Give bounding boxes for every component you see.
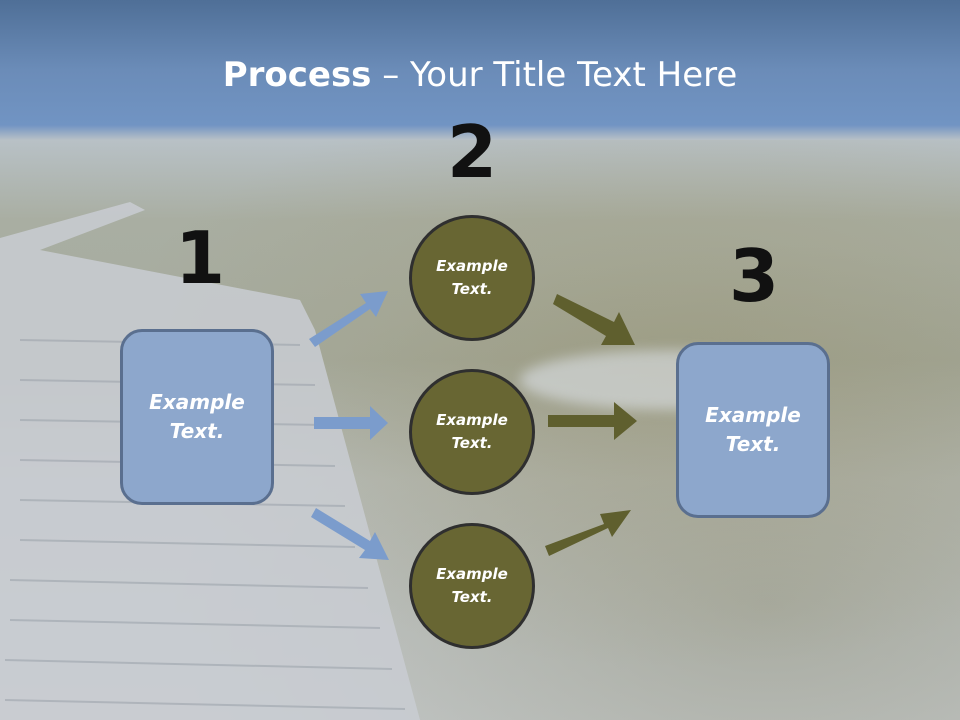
circle-top: Example Text. <box>409 215 535 341</box>
circle-middle: Example Text. <box>409 369 535 495</box>
circle-bottom: Example Text. <box>409 523 535 649</box>
arrow-start-to-top <box>309 291 388 347</box>
step-number-3: 3 <box>728 234 780 318</box>
title-rest: – Your Title Text Here <box>371 55 738 95</box>
end-box-text: Example Text. <box>705 403 801 456</box>
start-box: Example Text. <box>120 329 274 505</box>
blue-arrows <box>309 291 389 560</box>
arrow-middle-to-end <box>548 402 637 440</box>
start-box-text: Example Text. <box>149 390 245 443</box>
olive-arrows <box>545 294 637 556</box>
circle-bottom-text: Example Text. <box>436 565 508 606</box>
circle-middle-text: Example Text. <box>436 411 508 452</box>
arrow-bottom-to-end <box>545 510 631 556</box>
arrow-start-to-middle <box>314 406 388 440</box>
arrow-start-to-bottom <box>311 508 389 560</box>
end-box: Example Text. <box>676 342 830 518</box>
circle-top-text: Example Text. <box>436 257 508 298</box>
slide-title: Process – Your Title Text Here <box>0 52 960 98</box>
step-number-1: 1 <box>174 216 226 300</box>
arrow-top-to-end <box>553 294 635 345</box>
step-number-2: 2 <box>446 110 498 194</box>
title-bold: Process <box>222 55 372 95</box>
